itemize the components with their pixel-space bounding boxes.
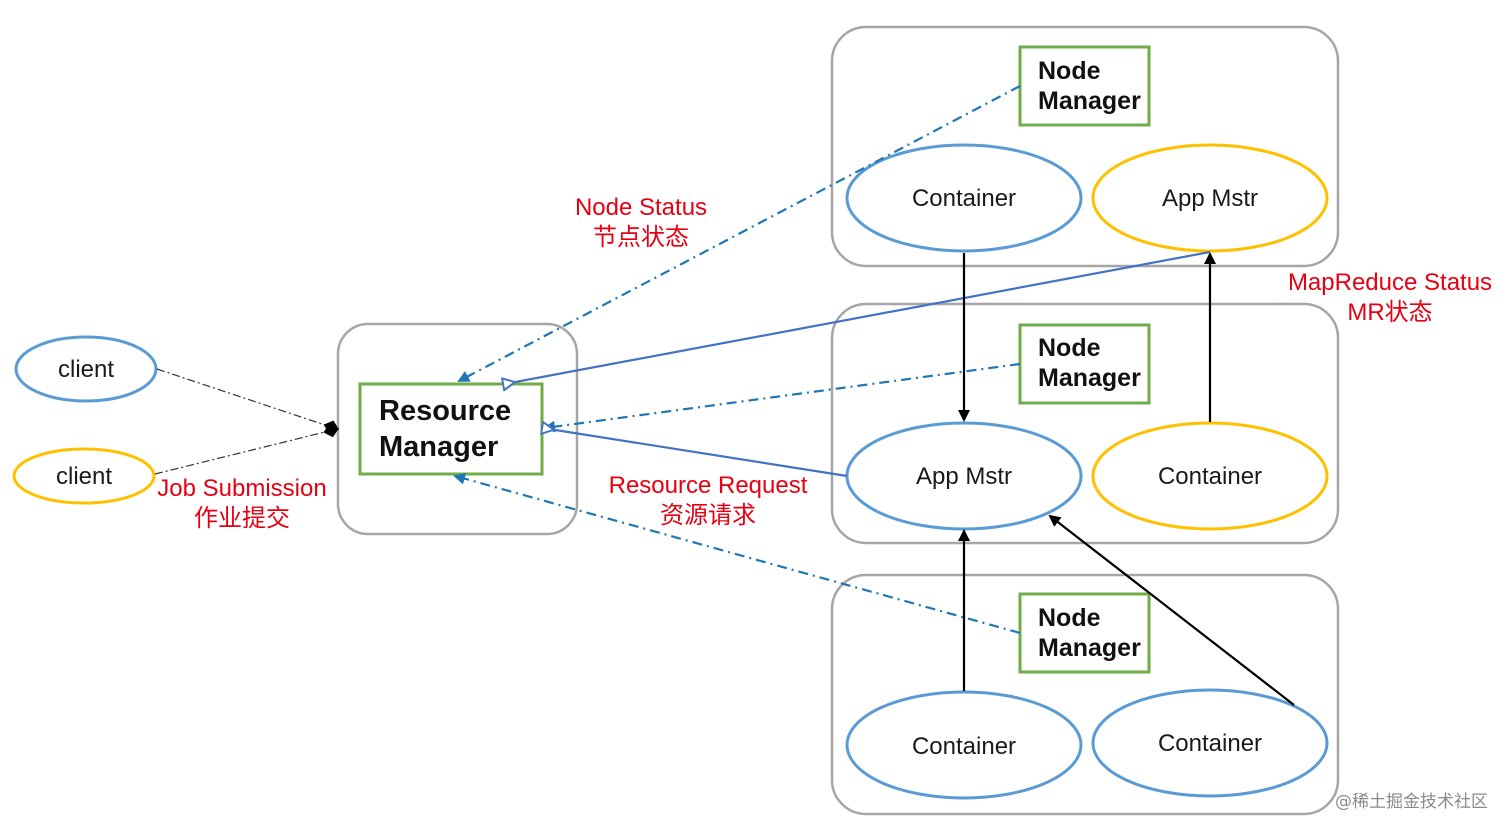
node1-container [845, 143, 1083, 253]
node-manager-2-line2: Manager [1038, 364, 1141, 392]
node-status-arrow-1 [457, 85, 1021, 382]
client-bottom-label: client [56, 463, 112, 490]
node1-left-label: Container [912, 185, 1016, 212]
node1-app-master [1091, 143, 1329, 253]
mapreduce-status-label-en: MapReduce Status [1288, 269, 1492, 296]
node-manager-1 [1018, 45, 1151, 127]
client-top-label: client [58, 356, 114, 383]
node-manager-2-line1: Node [1038, 334, 1101, 362]
node-box-1 [830, 25, 1340, 268]
node3-container-right [1091, 688, 1329, 798]
client-top [14, 335, 158, 403]
node-status-arrow-2 [543, 362, 1021, 433]
node-status-label-zh: 节点状态 [593, 224, 689, 251]
node2-left-label: App Mstr [916, 463, 1012, 490]
job-submission-label-en: Job Submission [157, 475, 326, 502]
resource-manager-line2: Manager [379, 431, 498, 463]
node-manager-1-line2: Manager [1038, 87, 1141, 115]
node-status-arrow-3 [453, 472, 1021, 635]
node3-right-label: Container [1158, 730, 1262, 757]
job-submission-arrow-bottom [154, 423, 339, 475]
client-bottom [12, 447, 156, 505]
resource-request-arrow [549, 429, 848, 478]
node1-right-label: App Mstr [1162, 185, 1258, 212]
job-submission-arrow-top [156, 368, 339, 434]
node-manager-3 [1018, 592, 1151, 674]
node3-container-left [845, 690, 1083, 800]
node-manager-3-line1: Node [1038, 604, 1101, 632]
arrow-node3-right-to-node2-appmstr [1048, 514, 1295, 706]
node-manager-1-line1: Node [1038, 57, 1101, 85]
job-submission-label-zh: 作业提交 [194, 505, 290, 532]
resource-manager [358, 382, 544, 476]
resource-request-label-zh: 资源请求 [660, 502, 756, 529]
node-manager-3-line2: Manager [1038, 634, 1141, 662]
resource-manager-line1: Resource [379, 395, 511, 427]
resource-request-label-en: Resource Request [609, 472, 808, 499]
node-box-3 [830, 573, 1340, 816]
node2-container [1091, 421, 1329, 531]
node3-left-label: Container [912, 733, 1016, 760]
mapreduce-status-arrow [510, 250, 1211, 383]
mapreduce-status-label-zh: MR状态 [1347, 299, 1432, 326]
node-status-label-en: Node Status [575, 194, 707, 221]
watermark-text: @稀土掘金技术社区 [1335, 792, 1488, 812]
node2-right-label: Container [1158, 463, 1262, 490]
